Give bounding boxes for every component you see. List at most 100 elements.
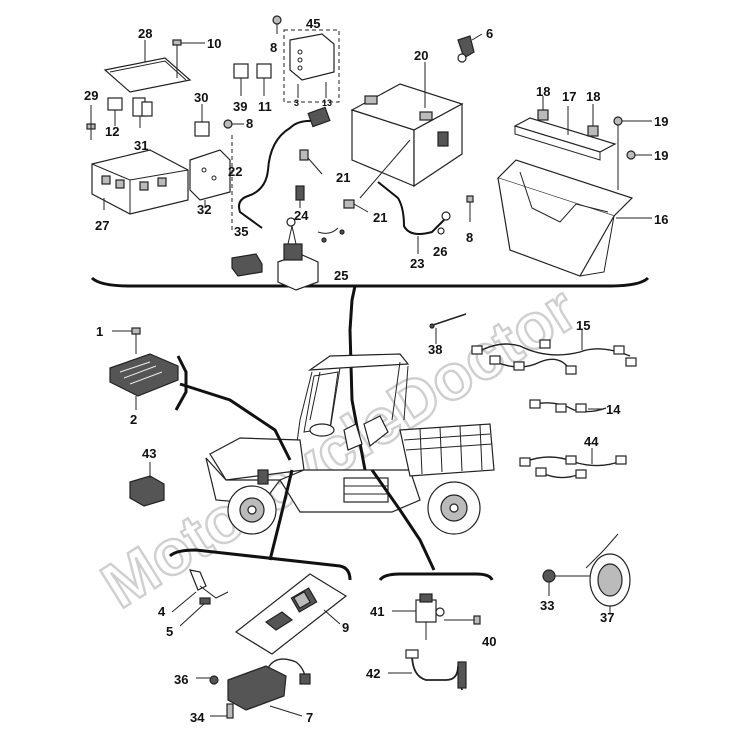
callout-c20: 20 bbox=[414, 48, 428, 63]
part-8-screw-mid bbox=[223, 119, 244, 129]
part-1-bolt bbox=[112, 327, 141, 354]
vehicle-utv bbox=[205, 353, 495, 535]
callout-c8c: 8 bbox=[466, 230, 473, 245]
callout-c21a: 21 bbox=[336, 170, 350, 185]
part-30-relay bbox=[194, 104, 210, 137]
callout-c16: 16 bbox=[654, 212, 668, 227]
part-28-cover bbox=[103, 57, 192, 93]
part-22-cable bbox=[238, 106, 331, 229]
callout-c45: 45 bbox=[306, 16, 320, 31]
callout-c18b: 18 bbox=[586, 89, 600, 104]
callout-c44: 44 bbox=[584, 434, 599, 449]
lower-center-bracket bbox=[378, 572, 494, 581]
top-group-bracket bbox=[90, 276, 650, 288]
part-31-fuse-holder bbox=[132, 97, 153, 128]
callout-c10: 10 bbox=[207, 36, 221, 51]
part-12-fuse bbox=[107, 97, 123, 126]
callout-c1: 1 bbox=[96, 324, 103, 339]
part-45-relay-box bbox=[283, 29, 340, 103]
callout-c17: 17 bbox=[562, 89, 576, 104]
callout-c27: 27 bbox=[95, 218, 109, 233]
callout-c41: 41 bbox=[370, 604, 384, 619]
part-14-cable bbox=[529, 399, 607, 413]
callout-c38: 38 bbox=[428, 342, 442, 357]
part-15-harness bbox=[471, 330, 637, 375]
callout-c19b: 19 bbox=[654, 148, 668, 163]
callout-c3: 3 bbox=[294, 98, 299, 108]
callout-c43: 43 bbox=[142, 446, 156, 461]
part-37-horn bbox=[585, 533, 631, 614]
leader-lower-center bbox=[370, 469, 436, 571]
callout-c33: 33 bbox=[540, 598, 554, 613]
part-4-sensor bbox=[171, 569, 229, 613]
part-43-block bbox=[129, 462, 165, 507]
callout-c4: 4 bbox=[158, 604, 166, 619]
part-6-switch bbox=[457, 33, 483, 63]
part-16-battery-tray bbox=[496, 159, 652, 277]
callout-c12: 12 bbox=[105, 124, 119, 139]
callout-c37: 37 bbox=[600, 610, 614, 625]
callout-c24: 24 bbox=[294, 208, 309, 223]
callout-c8a: 8 bbox=[270, 40, 277, 55]
callout-c39: 39 bbox=[233, 99, 247, 114]
part-11-relay bbox=[256, 63, 272, 96]
part-23-cable bbox=[377, 181, 451, 254]
callout-c8b: 8 bbox=[246, 116, 253, 131]
callout-c18a: 18 bbox=[536, 84, 550, 99]
part-17-bracket bbox=[513, 106, 617, 161]
leader-part-2 bbox=[179, 382, 292, 461]
part-9-switch-set bbox=[234, 573, 348, 655]
part-2-bracket bbox=[174, 355, 188, 411]
part-41-valve bbox=[392, 593, 445, 640]
callout-c42: 42 bbox=[366, 666, 380, 681]
part-36-nut bbox=[196, 675, 219, 685]
part-2-ecu bbox=[109, 353, 179, 410]
callout-c31: 31 bbox=[134, 138, 148, 153]
callout-c25: 25 bbox=[334, 268, 348, 283]
part-18-nut-b bbox=[587, 104, 599, 137]
part-21-bolt-a bbox=[299, 149, 323, 175]
part-8-screw-top bbox=[272, 15, 282, 34]
callout-c40: 40 bbox=[482, 634, 496, 649]
callout-c36: 36 bbox=[174, 672, 188, 687]
watermark: MotorcycleDoctor bbox=[89, 272, 589, 621]
part-44-harness bbox=[519, 448, 627, 479]
callout-c13: 13 bbox=[322, 98, 332, 108]
callout-c21b: 21 bbox=[373, 210, 387, 225]
part-27-fuse-box bbox=[91, 149, 189, 215]
part-32-module bbox=[189, 149, 231, 208]
callout-c23: 23 bbox=[410, 256, 424, 271]
callout-c22: 22 bbox=[228, 164, 242, 179]
callout-c19a: 19 bbox=[654, 114, 668, 129]
part-40-bolt bbox=[444, 615, 481, 625]
callout-c26: 26 bbox=[433, 244, 447, 259]
part-21-bolt-b bbox=[343, 199, 369, 213]
part-18-nut-a bbox=[537, 96, 549, 121]
callout-c28: 28 bbox=[138, 26, 152, 41]
callout-c29: 29 bbox=[84, 88, 98, 103]
part-7-module bbox=[227, 658, 311, 717]
callout-c14: 14 bbox=[606, 402, 621, 417]
leader-20-21 bbox=[359, 139, 411, 199]
callout-c5: 5 bbox=[166, 624, 173, 639]
part-34-screw bbox=[210, 703, 234, 719]
callout-c30: 30 bbox=[194, 90, 208, 105]
part-19-bolt-b bbox=[626, 150, 652, 160]
part-19-bolt-a bbox=[613, 116, 652, 190]
callout-c15: 15 bbox=[576, 318, 590, 333]
part-33-bolt bbox=[542, 569, 590, 596]
part-35-cap bbox=[231, 253, 263, 277]
part-5-connector bbox=[179, 597, 211, 627]
part-42-hose bbox=[388, 649, 467, 691]
lower-left-bracket bbox=[168, 548, 352, 581]
callout-c2: 2 bbox=[130, 412, 137, 427]
part-38-wire bbox=[429, 313, 467, 344]
part-25-solenoid bbox=[277, 217, 345, 291]
callout-c9: 9 bbox=[342, 620, 349, 635]
part-26-washer bbox=[437, 227, 445, 235]
callout-c35: 35 bbox=[234, 224, 248, 239]
callout-c11: 11 bbox=[258, 99, 272, 114]
